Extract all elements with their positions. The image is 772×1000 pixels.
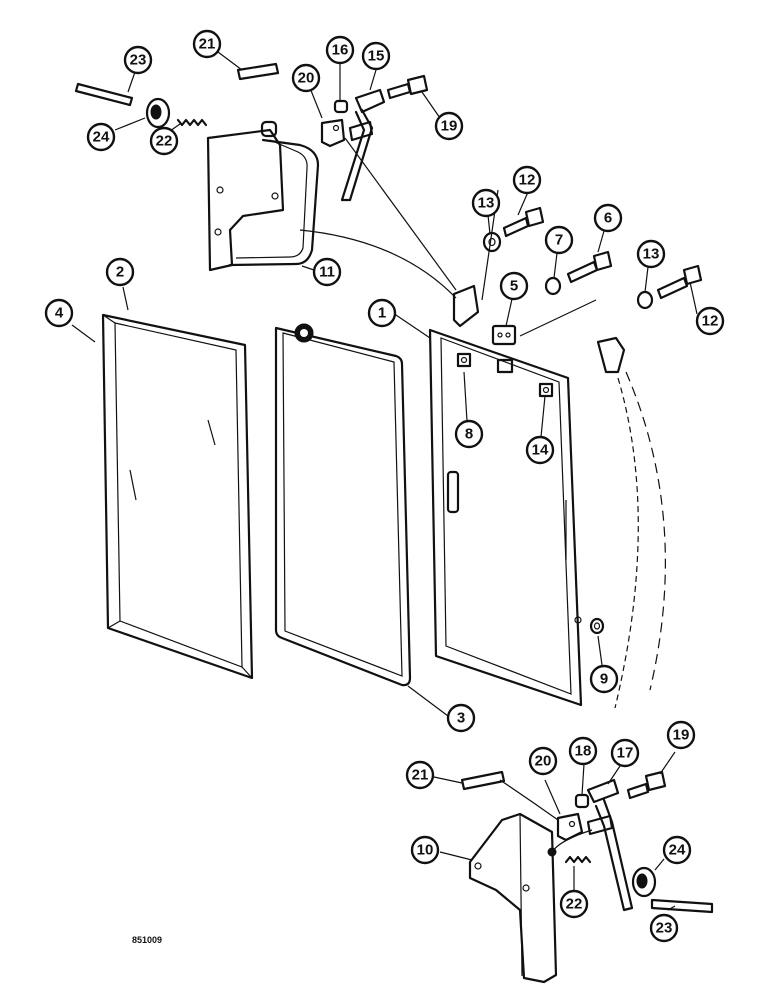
callout-12-left: 12 [512,165,542,195]
callout-23-bottom: 23 [649,913,679,943]
callout-24-bottom: 24 [662,835,692,865]
svg-text:20: 20 [298,70,315,87]
nut-9 [589,617,605,635]
callout-5: 5 [499,271,529,301]
callout-17: 17 [610,738,640,768]
svg-text:4: 4 [55,305,64,322]
svg-text:6: 6 [604,210,612,227]
svg-text:24: 24 [93,129,110,146]
svg-text:18: 18 [575,743,592,760]
svg-text:21: 21 [412,767,429,784]
svg-text:9: 9 [600,671,608,688]
callout-20-bottom: 20 [528,746,558,776]
callout-19-top: 19 [434,111,464,141]
lower-hinge-assembly [460,770,714,984]
svg-text:7: 7 [555,232,563,249]
svg-text:3: 3 [457,710,465,727]
callout-9: 9 [589,664,619,694]
svg-text:19: 19 [673,727,690,744]
callout-2: 2 [105,257,135,287]
svg-text:19: 19 [441,118,458,135]
callout-18: 18 [568,736,598,766]
svg-text:14: 14 [532,442,549,459]
svg-text:22: 22 [566,896,583,913]
callout-4: 4 [44,298,74,328]
svg-text:1: 1 [378,305,386,322]
svg-text:23: 23 [130,52,147,69]
callout-21-bottom: 21 [405,760,435,790]
svg-text:12: 12 [519,172,536,189]
svg-text:12: 12 [702,313,719,330]
callout-14: 14 [525,435,555,465]
svg-text:24: 24 [669,842,686,859]
door-frame [428,328,583,707]
svg-text:17: 17 [617,745,634,762]
drawing-number: 851009 [132,935,162,945]
glass-panel [101,313,254,680]
leader-lines [71,51,698,911]
door-seal [274,323,412,687]
callout-15: 15 [361,41,391,71]
callout-10: 10 [410,835,440,865]
callout-22-top: 22 [149,126,179,156]
callout-23-top: 23 [123,45,153,75]
svg-text:23: 23 [656,920,673,937]
callout-19-bottom: 19 [666,720,696,750]
callout-13-right: 13 [636,239,666,269]
svg-text:10: 10 [417,842,434,859]
svg-text:16: 16 [332,42,349,59]
svg-text:5: 5 [510,278,518,295]
callout-8: 8 [454,419,484,449]
svg-text:15: 15 [368,48,385,65]
callout-7: 7 [544,225,574,255]
callout-24-top: 24 [86,122,116,152]
callout-12-right: 12 [695,306,725,336]
svg-text:13: 13 [643,246,660,263]
callout-11: 11 [312,257,342,287]
callout-1: 1 [367,298,397,328]
svg-text:13: 13 [478,195,495,212]
svg-text:8: 8 [465,426,473,443]
svg-text:20: 20 [535,753,552,770]
svg-text:21: 21 [199,36,216,53]
callout-21-top: 21 [192,29,222,59]
svg-text:2: 2 [116,264,124,281]
callout-16: 16 [325,35,355,65]
callout-3: 3 [446,703,476,733]
callout-20-top: 20 [291,63,321,93]
svg-text:22: 22 [156,133,173,150]
frame-hardware [452,206,703,374]
svg-text:11: 11 [319,264,335,281]
callout-6: 6 [593,203,623,233]
callout-13-left: 13 [471,188,501,218]
callout-22-bottom: 22 [559,889,589,919]
upper-hinge-assembly [74,62,429,272]
